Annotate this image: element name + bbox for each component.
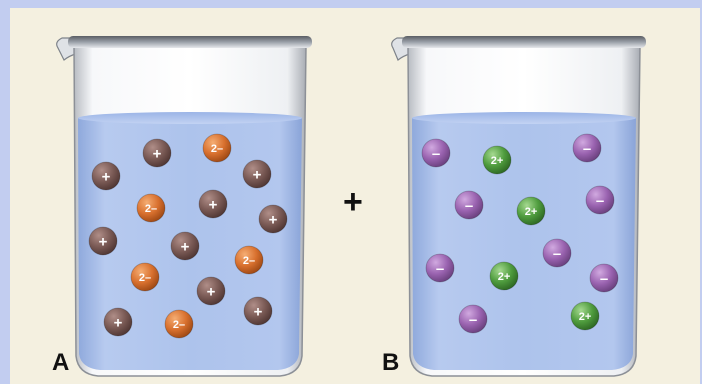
ion-charge-label: + [209, 197, 218, 214]
ion-anion-b: – [590, 264, 618, 292]
ion-anion-b: – [586, 186, 614, 214]
ion-charge-label: + [99, 234, 108, 251]
beaker-a-water-surface [78, 112, 302, 124]
ion-charge-label: 2+ [525, 206, 538, 218]
ion-charge-label: 2– [173, 319, 185, 331]
ion-charge-label: – [465, 198, 473, 215]
ion-charge-label: + [207, 284, 216, 301]
ion-charge-label: + [253, 167, 262, 184]
ion-charge-label: – [596, 193, 604, 210]
ion-charge-label: 2+ [491, 155, 504, 167]
ion-charge-label: + [153, 146, 162, 163]
ion-charge-label: 2– [243, 255, 255, 267]
ion-charge-label: + [254, 304, 263, 321]
ion-charge-label: – [583, 141, 591, 158]
ion-charge-label: + [102, 169, 111, 186]
ion-charge-label: – [600, 271, 608, 288]
ion-anion-b: – [459, 305, 487, 333]
ion-anion-a: 2– [137, 194, 165, 222]
beaker-a: +2– + +2– + + + +2– 2– + + +2– A [52, 36, 312, 376]
ion-charge-label: – [469, 312, 477, 329]
ion-charge-label: 2– [211, 143, 223, 155]
ion-cation-a: + [244, 297, 272, 325]
ion-anion-a: 2– [235, 246, 263, 274]
ion-anion-b: – [573, 134, 601, 162]
ion-anion-b: – [455, 191, 483, 219]
beaker-a-label: A [52, 349, 69, 376]
ion-charge-label: + [269, 212, 278, 229]
ion-anion-b: – [422, 139, 450, 167]
ion-cation-a: + [92, 162, 120, 190]
ion-cation-a: + [199, 190, 227, 218]
ion-charge-label: 2– [145, 203, 157, 215]
ion-charge-label: + [114, 315, 123, 332]
ion-anion-a: 2– [131, 263, 159, 291]
ion-charge-label: + [181, 239, 190, 256]
ion-cation-a: + [89, 227, 117, 255]
ion-cation-a: + [197, 277, 225, 305]
ion-charge-label: 2+ [498, 271, 511, 283]
ion-charge-label: 2+ [579, 311, 592, 323]
ion-charge-label: 2– [139, 272, 151, 284]
beakers-diagram: +2– + +2– + + + +2– 2– + + +2– A + – 2+ – – 2+ – – – 2+ – – 2… [10, 8, 700, 384]
ion-charge-label: – [436, 261, 444, 278]
beaker-b-rim [402, 36, 646, 48]
ion-charge-label: – [432, 146, 440, 163]
ion-cation-b: 2+ [571, 302, 599, 330]
ion-anion-b: – [543, 239, 571, 267]
ion-anion-a: 2– [203, 134, 231, 162]
ion-cation-b: 2+ [483, 146, 511, 174]
ion-cation-b: 2+ [517, 197, 545, 225]
ion-cation-a: + [171, 232, 199, 260]
ion-cation-a: + [259, 205, 287, 233]
ion-anion-a: 2– [165, 310, 193, 338]
ion-charge-label: – [553, 246, 561, 263]
plus-operator: + [343, 183, 363, 221]
beaker-b: – 2+ – – 2+ – – – 2+ – – 2+ B [382, 36, 646, 376]
beaker-b-label: B [382, 349, 399, 376]
ion-anion-b: – [426, 254, 454, 282]
ion-cation-a: + [143, 139, 171, 167]
beaker-a-rim [68, 36, 312, 48]
ion-cation-a: + [104, 308, 132, 336]
ion-cation-b: 2+ [490, 262, 518, 290]
beaker-b-water-surface [412, 112, 636, 124]
ion-cation-a: + [243, 160, 271, 188]
diagram-canvas: +2– + +2– + + + +2– 2– + + +2– A + – 2+ – – 2+ – – – 2+ – – 2… [10, 8, 700, 384]
